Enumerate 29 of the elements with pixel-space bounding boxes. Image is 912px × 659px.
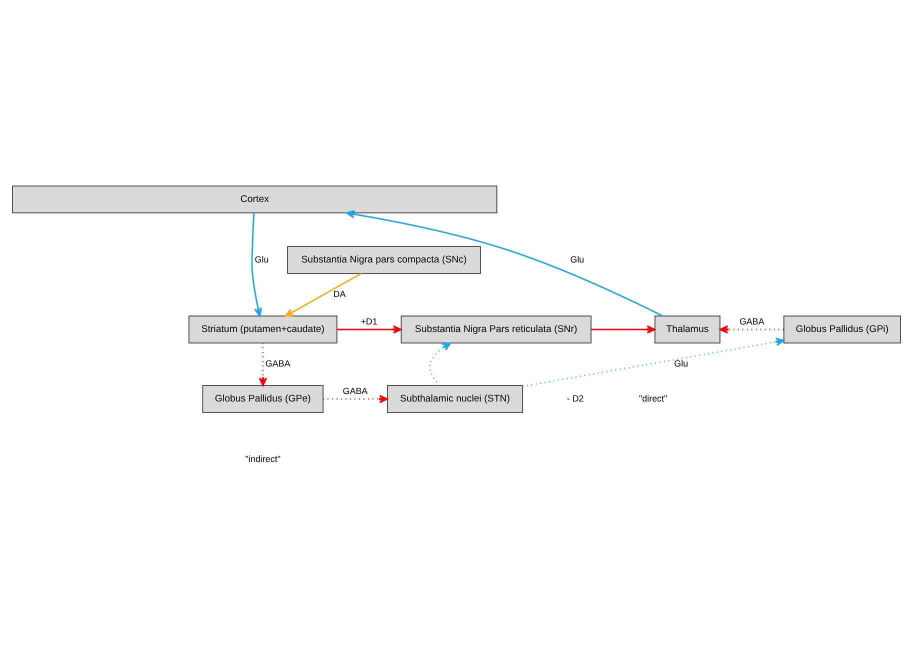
arrow: [284, 272, 362, 317]
arrow: [336, 325, 402, 334]
edge-label: DA: [332, 289, 346, 300]
node-box: Subthalamic nuclei (STN): [386, 385, 523, 413]
edge-label: Glu: [254, 254, 268, 264]
arrow: [250, 212, 262, 317]
edge-label: Glu: [570, 254, 584, 264]
node-box: Globus Pallidus (GPe): [202, 385, 323, 413]
arrow: [428, 342, 451, 386]
label: "indirect": [244, 454, 280, 464]
edge-label: GABA: [342, 386, 368, 396]
node-box: Globus Pallidus (GPi): [783, 316, 900, 344]
node-box: Substantia Nigra Pars reticulata (SNr): [400, 316, 591, 344]
arrow: [322, 394, 388, 404]
arrow: [718, 325, 784, 334]
arrow: [590, 325, 656, 334]
label: "direct": [638, 393, 667, 404]
arrow: [522, 338, 784, 388]
edge-label: GABA: [264, 358, 290, 369]
label: - D2: [566, 393, 584, 404]
edge-label: GABA: [738, 316, 764, 327]
edge-label: +D1: [360, 316, 377, 327]
node-box: Cortex: [12, 186, 497, 214]
arrow: [258, 343, 267, 386]
node-box: Striatum (putamen+caudate): [188, 316, 337, 344]
node-box: Substantia Nigra pars compacta (SNc): [286, 246, 480, 274]
node-box: Thalamus: [654, 316, 720, 344]
arrow: [345, 210, 662, 317]
edge-label: Glu: [674, 358, 688, 369]
